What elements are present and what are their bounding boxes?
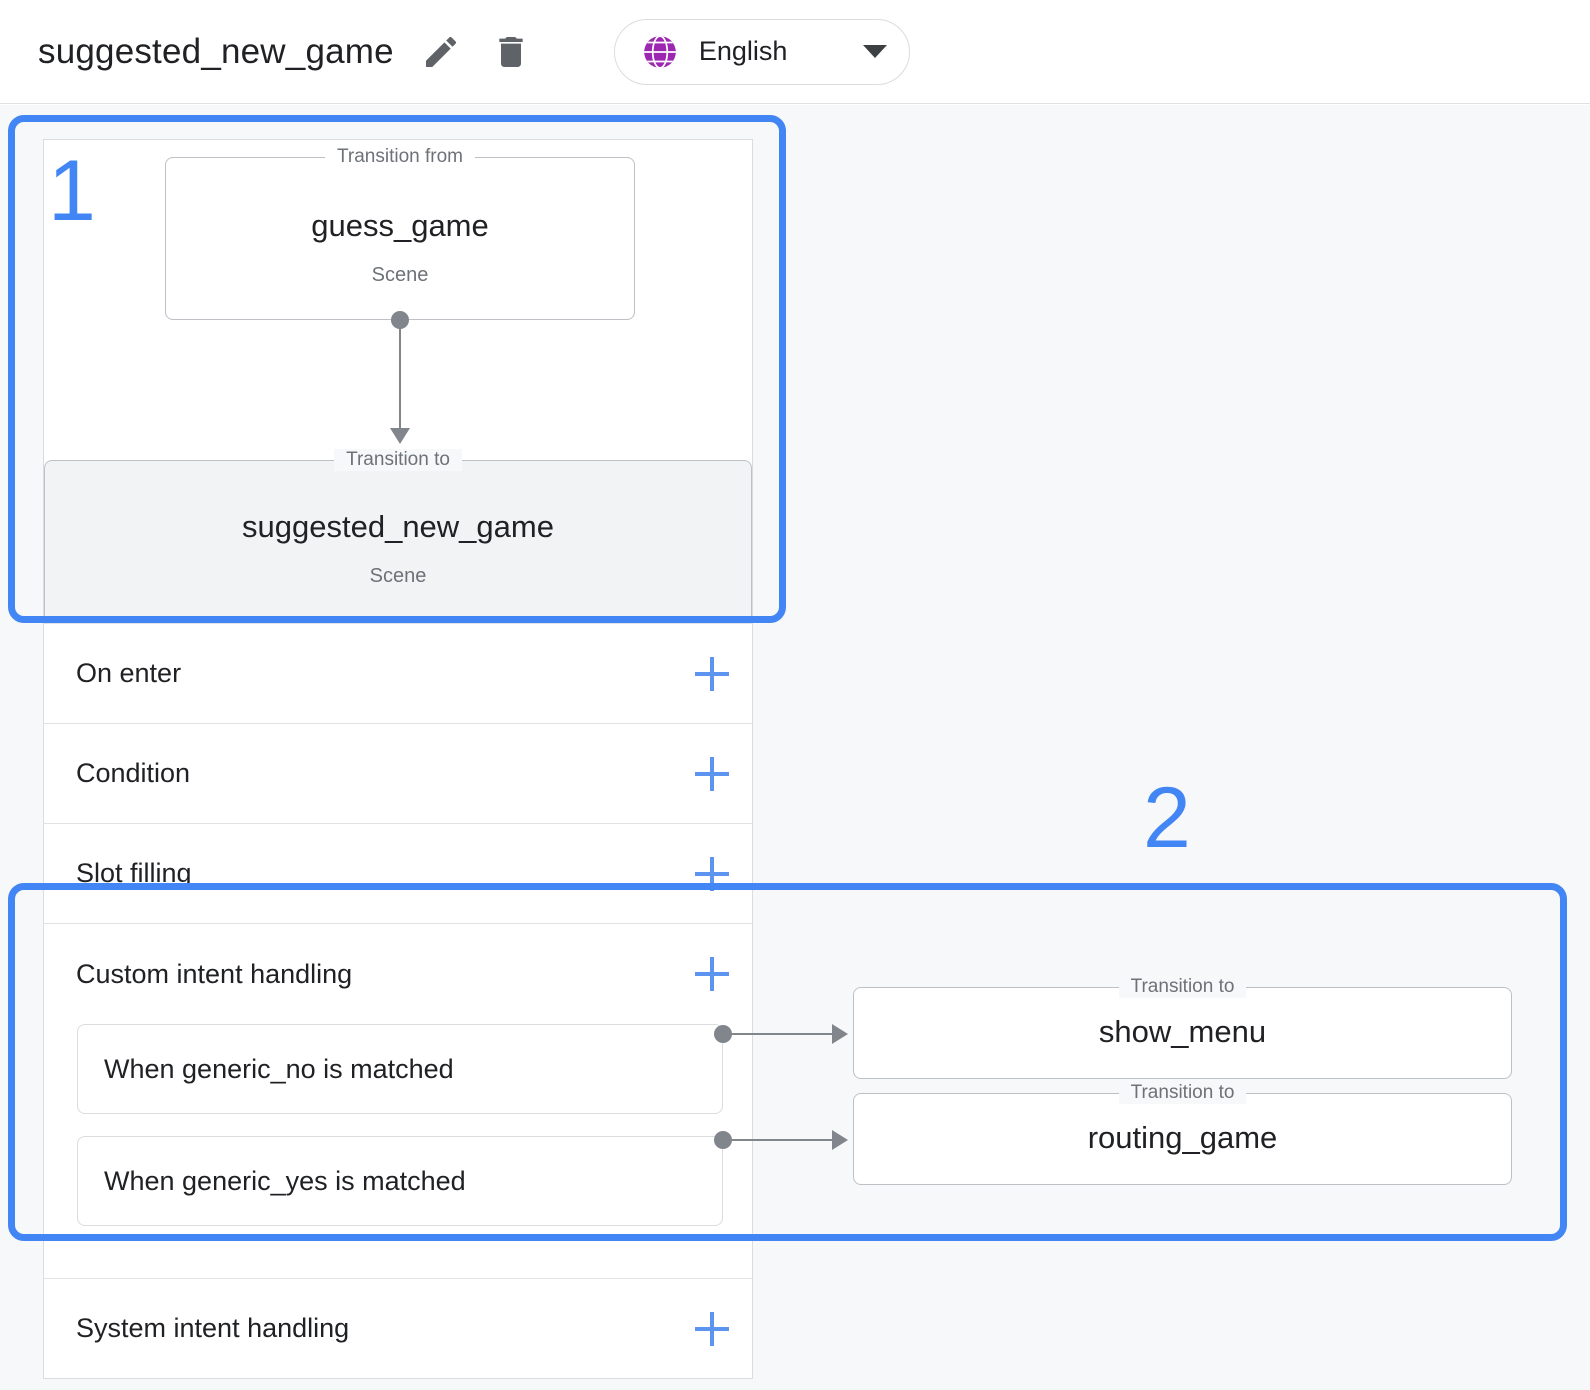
transition-to-legend: Transition to — [334, 449, 462, 471]
transition-to-routing-game-node[interactable]: Transition to routing_game — [853, 1082, 1512, 1185]
scene-canvas: Transition from guess_game Scene Transit… — [0, 105, 1590, 1390]
scene-panel: Transition from guess_game Scene Transit… — [43, 139, 753, 1379]
custom-intent-handling-header[interactable]: Custom intent handling — [44, 924, 752, 1024]
row-on-enter-label: On enter — [76, 658, 182, 688]
transition-from-node[interactable]: Transition from guess_game Scene — [165, 146, 635, 320]
routing-game-title: routing_game — [1087, 1120, 1278, 1155]
row-system-intent-handling-label: System intent handling — [76, 1313, 350, 1343]
section-custom-intent-handling: Custom intent handling When generic_no i… — [44, 923, 752, 1278]
add-on-enter-icon[interactable] — [695, 656, 729, 691]
routing-game-legend: Transition to — [1118, 1082, 1247, 1104]
globe-icon — [643, 34, 676, 69]
handler-connector-line-yes — [722, 1139, 834, 1141]
row-slot-filling-label: Slot filling — [76, 858, 192, 888]
chevron-down-icon[interactable] — [862, 45, 887, 58]
transition-to-node[interactable]: Transition to suggested_new_game Scene — [44, 449, 752, 620]
language-label: English — [698, 36, 788, 66]
custom-intent-handling-label: Custom intent handling — [76, 958, 353, 989]
transition-to-title: suggested_new_game — [242, 509, 554, 544]
transition-from-title: guess_game — [311, 208, 489, 243]
show-menu-title: show_menu — [1098, 1014, 1267, 1049]
handler-connector-arrowhead-no-icon — [832, 1024, 848, 1044]
connector-line — [399, 320, 401, 432]
intent-handler-generic-yes[interactable]: When generic_yes is matched — [77, 1136, 723, 1226]
transition-to-show-menu-node[interactable]: Transition to show_menu — [853, 976, 1512, 1079]
transition-to-subtitle: Scene — [369, 565, 427, 587]
language-selector[interactable]: English — [613, 18, 910, 85]
handler-connector-arrowhead-yes-icon — [832, 1130, 848, 1150]
transition-from-subtitle: Scene — [371, 264, 429, 286]
transition-flow-area: Transition from guess_game Scene Transit… — [44, 140, 752, 623]
show-menu-legend: Transition to — [1118, 976, 1247, 998]
page-header: suggested_new_game English — [0, 0, 1590, 104]
intent-handler-generic-no-label: When generic_no is matched — [104, 1053, 454, 1084]
delete-trash-icon[interactable] — [488, 29, 534, 75]
transition-from-legend: Transition from — [325, 146, 475, 168]
intent-handler-generic-yes-label: When generic_yes is matched — [104, 1165, 466, 1196]
add-slot-filling-icon[interactable] — [695, 856, 729, 891]
page-title: suggested_new_game — [38, 31, 394, 71]
row-condition-label: Condition — [76, 758, 191, 788]
row-on-enter[interactable]: On enter — [44, 623, 752, 723]
row-slot-filling[interactable]: Slot filling — [44, 823, 752, 923]
connector-arrowhead-icon — [390, 428, 410, 444]
handler-connector-line-no — [722, 1033, 834, 1035]
row-condition[interactable]: Condition — [44, 723, 752, 823]
row-system-intent-handling[interactable]: System intent handling — [44, 1278, 752, 1378]
add-custom-intent-icon[interactable] — [695, 957, 729, 991]
add-system-intent-icon[interactable] — [695, 1311, 729, 1346]
edit-pencil-icon[interactable] — [418, 29, 464, 75]
add-condition-icon[interactable] — [695, 756, 729, 791]
intent-handler-generic-no[interactable]: When generic_no is matched — [77, 1024, 723, 1114]
